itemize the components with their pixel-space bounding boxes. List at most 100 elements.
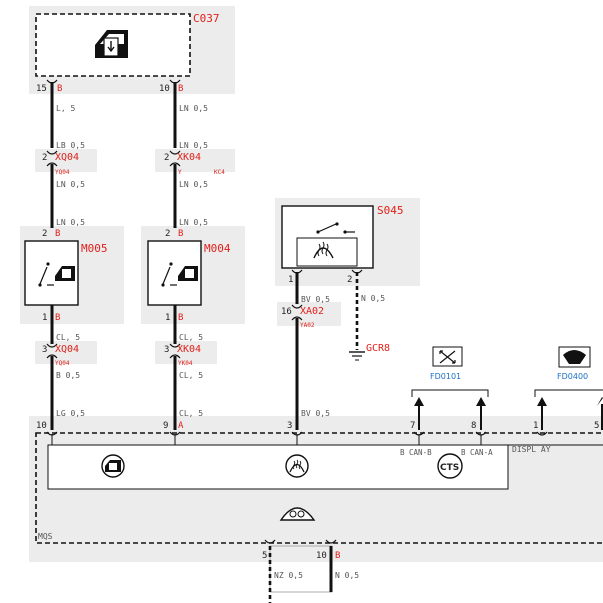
wire-label-b05: B 0,5 — [56, 371, 80, 380]
mqs-pin3: 3 — [287, 421, 292, 431]
xk04-bottom-socket — [169, 343, 181, 348]
m005-pin2-b: B — [55, 229, 60, 239]
m005-label: M005 — [81, 242, 108, 255]
gauge-icon — [279, 507, 316, 521]
s045-pin2: 2 — [347, 275, 352, 285]
wire-label-cl-c: CL, 5 — [179, 371, 203, 380]
defrost-indicator-icon — [285, 454, 309, 478]
xq04-bottom-socket — [46, 343, 58, 348]
bot-socket-10 — [325, 539, 337, 544]
xk04-bottom-sublabel: YK04 — [178, 360, 193, 367]
xa02-sublabel: YA02 — [300, 322, 315, 329]
c037-pin10: 10 — [159, 84, 170, 94]
window-lift-icon — [101, 454, 125, 478]
window-control-icon — [95, 30, 128, 58]
s045-inner-box — [296, 237, 358, 267]
c037-pin15-b: B — [57, 84, 62, 94]
m004-pin1: 1 — [165, 313, 170, 323]
fd0101-label: FD0101 — [430, 372, 461, 381]
s045-switch-icon — [316, 222, 355, 234]
mqs-inner-panel — [47, 444, 509, 490]
wire-label-bv-a: BV 0,5 — [301, 295, 330, 304]
mqs-label: MQS — [38, 532, 53, 541]
wiper-icon — [563, 350, 586, 364]
bot-pin10: 10 — [316, 551, 327, 561]
m005-switch-icon — [38, 262, 75, 287]
m004-pin2-b: B — [178, 229, 183, 239]
xk04-top-label: XK04 — [177, 152, 201, 163]
can-a-label: B CAN-A — [461, 448, 493, 457]
cts-label: CTS — [440, 463, 459, 473]
m004-label: M004 — [204, 242, 231, 255]
xq04-top-label: XQ04 — [55, 152, 79, 163]
mqs-box — [35, 432, 603, 544]
wire-label-nz: NZ 0,5 — [274, 571, 303, 580]
fd0101-bracket — [411, 389, 489, 397]
xq04-top-sublabel: YQ04 — [55, 169, 70, 176]
xk04-pin2: 2 — [164, 153, 169, 163]
xk04-bottom-label: XK04 — [177, 344, 201, 355]
xk04-pin3: 3 — [164, 345, 169, 355]
wire-label-cl-d: CL, 5 — [179, 409, 203, 418]
arrow-pin5 — [597, 397, 603, 430]
mqs-pin7: 7 — [410, 421, 415, 431]
xq04-top-plug — [46, 162, 58, 167]
xa02-label: XA02 — [300, 306, 324, 317]
wire-label-lb: LB 0,5 — [56, 141, 85, 150]
arrow-pin7 — [414, 397, 424, 430]
mqs-pin9-a: A — [178, 421, 184, 431]
xa02-pin16: 16 — [281, 307, 292, 317]
xk04-top-socket — [169, 150, 181, 155]
xq04-bottom-sublabel: YQ04 — [55, 360, 70, 367]
bot-pin10-b: B — [335, 551, 340, 561]
xk04-bottom-plug — [169, 354, 181, 359]
fd0400-label: FD0400 — [557, 372, 588, 381]
mqs-socket-1 — [536, 431, 548, 436]
mqs-pin10: 10 — [36, 421, 47, 431]
xa02-panel — [277, 302, 341, 326]
m004-switch-icon — [161, 262, 198, 287]
wire-label-ln-f: LN 0,5 — [179, 218, 208, 227]
tilt-arrows-icon — [439, 350, 456, 364]
wire-label-n05-a: N 0,5 — [361, 294, 385, 303]
wire-label-l5: L, 5 — [56, 104, 75, 113]
wire-label-cl-b: CL, 5 — [179, 333, 203, 342]
xa02-plug — [291, 316, 303, 321]
wire-label-n05-b: N 0,5 — [335, 571, 359, 580]
mqs-pin5: 5 — [594, 421, 599, 431]
wire-label-ln-d: LN 0,5 — [179, 141, 208, 150]
bot-pin5: 5 — [262, 551, 267, 561]
xq04-pin3: 3 — [42, 345, 47, 355]
mqs-pin8: 8 — [471, 421, 476, 431]
xq04-top-socket — [46, 150, 58, 155]
display-label: DISPL AY — [512, 445, 551, 454]
m005-pin2: 2 — [42, 229, 47, 239]
wire-label-ln-b: LN 0,5 — [56, 218, 85, 227]
c037-label: C037 — [193, 12, 220, 25]
xq04-pin2: 2 — [42, 153, 47, 163]
xk04-top-plug — [169, 162, 181, 167]
mqs-pin9: 9 — [163, 421, 168, 431]
xq04-bottom-label: XQ04 — [55, 344, 79, 355]
m004-pin2: 2 — [165, 229, 170, 239]
gcr8-label: GCR8 — [366, 343, 390, 354]
xk04-top-sublabel-kc: KC4 — [214, 169, 225, 176]
wire-label-cl-a: CL, 5 — [56, 333, 80, 342]
cts-icon — [437, 453, 463, 479]
can-b-label: B CAN-B — [400, 448, 432, 457]
m005-pin1: 1 — [42, 313, 47, 323]
m004-pin1-b: B — [178, 313, 183, 323]
wire-label-ln-a: LN 0,5 — [56, 180, 85, 189]
s045-pin1: 1 — [288, 275, 293, 285]
wire-label-ln-e: LN 0,5 — [179, 180, 208, 189]
arrow-pin8 — [476, 397, 486, 430]
arrow-pin1 — [537, 397, 547, 430]
c037-pin15: 15 — [36, 84, 47, 94]
bot-socket-5 — [264, 539, 276, 544]
wire-label-ln-c: LN 0,5 — [179, 104, 208, 113]
xq04-bottom-plug — [46, 354, 58, 359]
s045-label: S045 — [377, 204, 404, 217]
xk04-top-sublabel-y: Y — [178, 169, 182, 176]
wire-label-lg: LG 0,5 — [56, 409, 85, 418]
